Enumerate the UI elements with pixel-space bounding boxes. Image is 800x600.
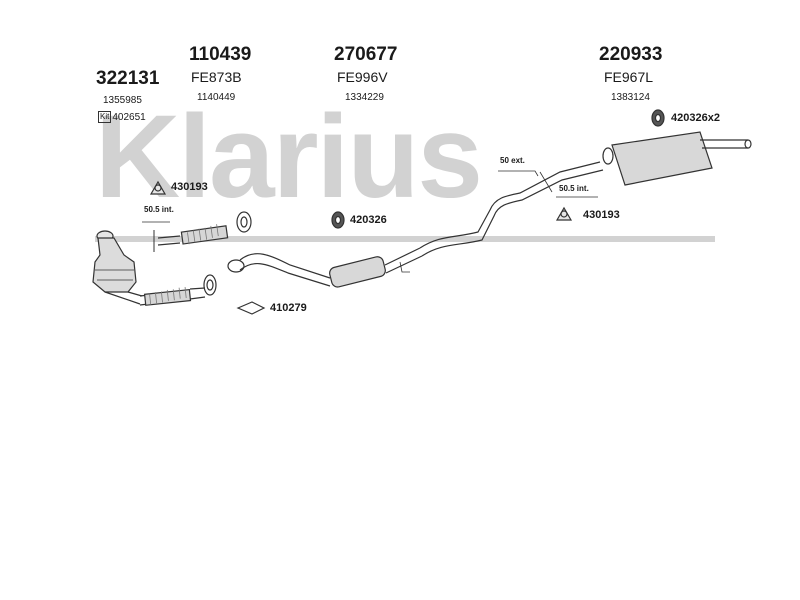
fitting-label-5: 420326x2 (671, 112, 720, 124)
center-silencer-icon (227, 247, 423, 288)
dimension-label-3: 50.5 int. (559, 184, 589, 193)
kit-icon: Kit (98, 111, 112, 123)
part-ref-3: FE996V (337, 69, 388, 85)
fitting-label-4: 430193 (583, 209, 620, 221)
rear-pipe-icon (419, 161, 604, 257)
part-number-4: 220933 (599, 44, 663, 65)
part-number-2: 110439 (189, 44, 252, 65)
fitting-label-3: 410279 (270, 302, 307, 314)
hanger-icon-1 (149, 180, 167, 195)
catalytic-converter-icon (92, 230, 143, 305)
part-ref-2: FE873B (191, 69, 242, 85)
kit-number: 402651 (112, 112, 146, 123)
bolt-icon-2 (651, 109, 665, 127)
oe-number-2: 1140449 (197, 92, 236, 103)
dimension-line-2 (498, 170, 539, 177)
part-number-3: 270677 (334, 44, 398, 65)
oe-number-1: 1355985 (103, 95, 142, 106)
watermark-underline (95, 236, 715, 242)
bolt-icon-1 (331, 211, 345, 229)
part-number-1: 322131 (96, 68, 160, 89)
dimension-label-1: 50.5 int. (144, 205, 174, 214)
flex-pipe-upper-icon (153, 211, 252, 252)
rear-silencer-icon (602, 131, 752, 186)
gasket-icon (236, 301, 266, 315)
part-ref-4: FE967L (604, 69, 654, 85)
hanger-icon-2 (555, 206, 573, 221)
fitting-label-2: 420326 (350, 214, 387, 226)
oe-number-3: 1334229 (345, 92, 384, 103)
dimension-label-2: 50 ext. (500, 156, 525, 165)
flex-pipe-lower-icon (139, 274, 217, 306)
oe-number-4: 1383124 (611, 92, 650, 103)
fitting-label-1: 430193 (171, 181, 208, 193)
